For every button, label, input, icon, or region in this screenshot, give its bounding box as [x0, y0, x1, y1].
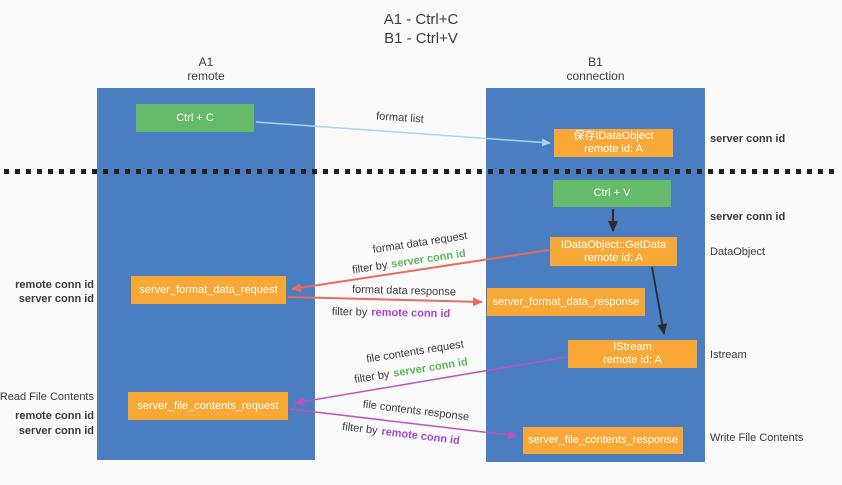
node-idataobject-getdata-line2: remote id: A	[584, 251, 643, 264]
node-istream: IStream remote id: A	[568, 340, 697, 368]
lane-a1-subtitle: remote	[187, 69, 225, 83]
filter-by-text: filter by	[331, 305, 368, 319]
node-server-format-data-response: server_format_data_response	[487, 288, 645, 316]
node-save-idataobject-line2: remote id: A	[584, 143, 643, 155]
lane-header-b1: B1 connection	[486, 55, 705, 83]
node-istream-line2: remote id: A	[603, 354, 662, 366]
annotation-read-file-contents: Read File Contents	[0, 391, 94, 403]
annotation-server-conn-id-right-1: server conn id	[710, 133, 786, 145]
lane-a1-name: A1	[198, 55, 214, 69]
lane-header-a1: A1 remote	[97, 55, 315, 83]
node-idataobject-getdata: IDataObject::GetData remote id: A	[550, 237, 677, 266]
annotation-istream: Istream	[710, 349, 747, 361]
diagram-title: A1 - Ctrl+C B1 - Ctrl+V	[0, 10, 842, 48]
node-server-file-contents-response-label: server_file_contents_response	[528, 434, 678, 446]
title-line-2: B1 - Ctrl+V	[384, 30, 458, 47]
node-server-file-contents-request: server_file_contents_request	[128, 392, 288, 420]
node-istream-line1: IStream	[613, 341, 652, 353]
copy-paste-divider-line	[4, 169, 838, 174]
node-server-format-data-request-label: server_format_data_request	[139, 283, 278, 296]
node-ctrl-v-label: Ctrl + V	[593, 187, 631, 199]
annotation-write-file-contents: Write File Contents	[710, 432, 804, 444]
annotation-server-conn-id-right-2: server conn id	[710, 211, 786, 223]
annotation-dataobject: DataObject	[710, 246, 766, 258]
annotation-server-conn-id-left-2: server conn id	[18, 425, 94, 437]
format-list-arrow	[255, 121, 551, 147]
node-ctrl-v: Ctrl + V	[553, 180, 671, 207]
node-server-file-contents-response: server_file_contents_response	[523, 427, 683, 454]
node-server-format-data-response-label: server_format_data_response	[492, 295, 640, 308]
format-data-request-arrow	[291, 249, 550, 293]
file-contents-response-arrow	[289, 408, 518, 440]
node-save-idataobject-line1: 保存IDataObject	[573, 130, 654, 142]
label-filter-by-remote-conn-id-1: filter by remote conn id	[332, 306, 451, 320]
annotation-server-conn-id-left-1: server conn id	[18, 293, 94, 305]
annotation-remote-conn-id-left-2: remote conn id	[15, 410, 94, 422]
node-idataobject-getdata-line1: IDataObject::GetData	[560, 238, 667, 251]
node-server-format-data-request: server_format_data_request	[131, 276, 286, 304]
format-data-response-arrow	[287, 296, 483, 307]
node-ctrl-c: Ctrl + C	[136, 104, 254, 132]
node-save-idataobject: 保存IDataObject remote id: A	[554, 129, 673, 157]
lane-b1-subtitle: connection	[566, 69, 625, 83]
node-ctrl-c-label: Ctrl + C	[176, 111, 214, 124]
lane-b1-name: B1	[588, 55, 603, 69]
getdata-to-istream-arrow	[651, 266, 668, 335]
node-server-file-contents-request-label: server_file_contents_request	[137, 399, 279, 412]
file-contents-request-arrow	[294, 356, 568, 406]
title-line-1: A1 - Ctrl+C	[383, 11, 459, 28]
remote-conn-id-text: remote conn id	[371, 306, 451, 321]
annotation-remote-conn-id-left-1: remote conn id	[15, 279, 94, 291]
